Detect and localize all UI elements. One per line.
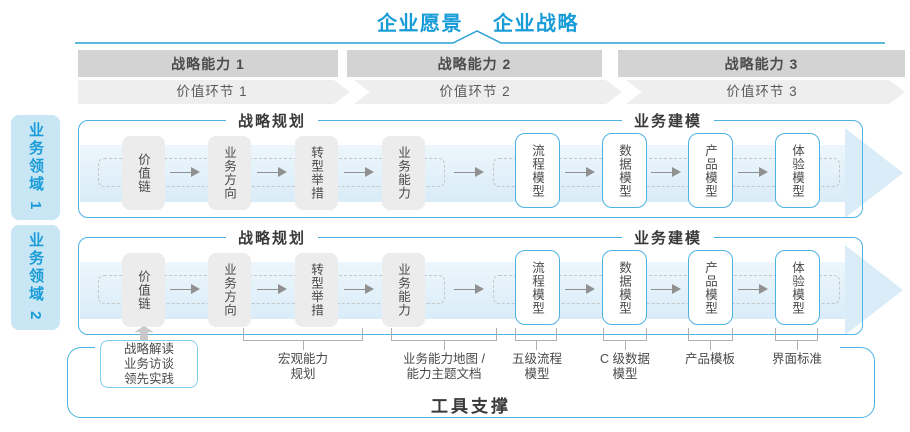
strategy-input-box: 战略解读 业务访谈 领先实践 [100, 340, 198, 388]
box-business-direction: 业务方向 [208, 136, 251, 210]
value-chevron-segment-3 [626, 80, 905, 104]
note-line: 五级流程 [511, 352, 563, 366]
note-line: 界面标准 [771, 352, 823, 366]
value-chevron-label-2: 价值环节 2 [439, 84, 511, 99]
note-line: 规划 [290, 367, 316, 381]
source-line: 领先实践 [123, 371, 174, 386]
value-chevron-label-1: 价值环节 1 [176, 84, 248, 99]
right-arrow-icon [257, 284, 287, 294]
box-value-chain: 价值链 [122, 253, 165, 327]
domain-tab-1: 业务领域 1 [11, 115, 60, 220]
note-line: 模型 [612, 367, 638, 381]
planning-header: 战略规划 [225, 110, 319, 131]
note-data-model: C 级数据 模型 [600, 352, 650, 382]
box-process-model: 流程模型 [515, 250, 560, 325]
value-chevron-segment-1 [78, 80, 350, 104]
right-arrow-icon [738, 284, 768, 294]
source-line: 战略解读 [123, 341, 174, 356]
note-line: 模型 [524, 367, 550, 381]
value-chevron-label-3: 价值环节 3 [726, 84, 798, 99]
modeling-header: 业务建模 [621, 110, 715, 131]
box-experience-model: 体验模型 [775, 133, 820, 208]
value-chevron-segment-2 [354, 80, 622, 104]
bracket-stem [797, 340, 798, 350]
bracket-stem [710, 340, 711, 350]
flow-row-frame [78, 120, 863, 218]
bracket-stem [625, 340, 626, 350]
right-arrow-icon [344, 167, 374, 177]
capability-band-2: 战略能力 2 [347, 50, 602, 77]
bracket-icon [775, 328, 818, 341]
frame-mask [95, 344, 840, 351]
bracket-stem [536, 340, 537, 350]
source-line: 业务访谈 [123, 356, 174, 371]
note-line: 宏观能力 [277, 352, 329, 366]
box-product-model: 产品模型 [688, 250, 733, 325]
right-arrow-icon [565, 284, 595, 294]
planning-dashed-group [98, 158, 445, 187]
capability-band-1: 战略能力 1 [78, 50, 338, 77]
box-business-capability: 业务能力 [382, 253, 425, 327]
capability-band-3: 战略能力 3 [618, 50, 905, 77]
box-business-capability: 业务能力 [382, 136, 425, 210]
right-arrow-icon [170, 284, 200, 294]
modeling-header: 业务建模 [621, 227, 715, 248]
box-data-model: 数据模型 [602, 250, 647, 325]
right-arrow-icon [565, 167, 595, 177]
note-line: C 级数据 [599, 352, 651, 366]
tool-support-label: 工具支撑 [431, 397, 511, 416]
note-capability-map: 业务能力地图 / 能力主题文档 [403, 352, 485, 382]
note-product-template: 产品模板 [685, 352, 735, 367]
note-ui-standard: 界面标准 [772, 352, 822, 367]
right-arrow-icon [170, 167, 200, 177]
box-transformation-initiative: 转型举措 [295, 253, 338, 327]
note-line: 产品模板 [684, 352, 736, 366]
planning-header: 战略规划 [225, 227, 319, 248]
enterprise-strategy-title: 企业战略 [493, 13, 579, 35]
domain-tab-2: 业务领域 2 [11, 225, 60, 330]
box-process-model: 流程模型 [515, 133, 560, 208]
right-arrow-icon [257, 167, 287, 177]
divider-peak-line [75, 30, 885, 44]
box-transformation-initiative: 转型举措 [295, 136, 338, 210]
right-arrow-icon [651, 284, 681, 294]
box-business-direction: 业务方向 [208, 253, 251, 327]
modeling-dashed-group [493, 275, 840, 304]
flow-row-domain-2: 战略规划 业务建模 价值链 业务方向 转型举措 业务能力 流程模型 数据模型 产… [78, 227, 903, 335]
note-macro-capability: 宏观能力 规划 [278, 352, 328, 382]
right-arrow-icon [738, 167, 768, 177]
right-arrow-icon [344, 284, 374, 294]
note-line: 能力主题文档 [406, 367, 482, 381]
bracket-stem [444, 340, 445, 350]
box-product-model: 产品模型 [688, 133, 733, 208]
bracket-stem [303, 340, 304, 350]
box-value-chain: 价值链 [122, 136, 165, 210]
modeling-dashed-group [493, 158, 840, 187]
box-experience-model: 体验模型 [775, 250, 820, 325]
flow-row-frame [78, 237, 863, 335]
note-line: 业务能力地图 / [403, 352, 485, 366]
flow-row-domain-1: 战略规划 业务建模 价值链 业务方向 转型举措 业务能力 流程模型 数据模型 产… [78, 110, 903, 218]
right-arrow-icon [454, 167, 484, 177]
planning-dashed-group [98, 275, 445, 304]
right-arrow-icon [651, 167, 681, 177]
box-data-model: 数据模型 [602, 133, 647, 208]
right-arrow-icon [454, 284, 484, 294]
enterprise-vision-title: 企业愿景 [377, 13, 463, 35]
note-process-model: 五级流程 模型 [512, 352, 562, 382]
